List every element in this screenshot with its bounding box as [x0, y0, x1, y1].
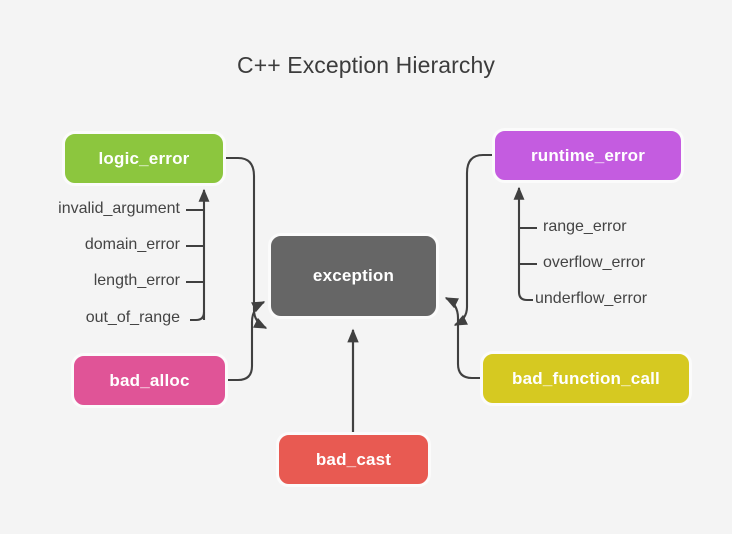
- leaf-label-domain-error: domain_error: [0, 236, 180, 254]
- leaf-label-range-error-text: range_error: [543, 218, 627, 235]
- node-logic-error[interactable]: logic_error: [62, 131, 226, 186]
- leaf-label-out-of-range-text: out_of_range: [85, 309, 180, 326]
- edge-logic-error-to-exception: [226, 156, 268, 329]
- edge-runtime-error-to-exception: [453, 153, 495, 326]
- node-bad-function-call[interactable]: bad_function_call: [480, 351, 692, 406]
- node-bad-cast-label: bad_cast: [315, 449, 392, 469]
- edge-logic-error-bracket-foot: [190, 311, 206, 322]
- leaf-label-length-error: length_error: [0, 272, 180, 290]
- node-exception[interactable]: exception: [268, 233, 439, 319]
- leaf-label-overflow-error: overflow_error: [543, 254, 728, 272]
- node-runtime-error[interactable]: runtime_error: [492, 128, 684, 183]
- node-exception-label: exception: [312, 266, 395, 285]
- node-bad-cast[interactable]: bad_cast: [276, 432, 431, 487]
- node-runtime-error-label: runtime_error: [530, 145, 646, 165]
- leaf-label-underflow-error-text: underflow_error: [535, 290, 648, 307]
- page-title: C++ Exception Hierarchy: [237, 52, 495, 78]
- leaf-label-invalid-argument-text: invalid_argument: [58, 200, 180, 217]
- node-logic-error-label: logic_error: [98, 148, 190, 168]
- leaf-label-length-error-text: length_error: [93, 272, 180, 289]
- node-bad-alloc-label: bad_alloc: [109, 370, 190, 390]
- leaf-label-overflow-error-text: overflow_error: [543, 254, 646, 271]
- leaf-label-domain-error-text: domain_error: [84, 236, 180, 253]
- leaf-label-underflow-error: underflow_error: [535, 290, 730, 308]
- leaf-label-range-error: range_error: [543, 218, 728, 236]
- leaf-label-out-of-range: out_of_range: [0, 309, 180, 327]
- edge-runtime-error-bracket-foot: [517, 291, 533, 302]
- leaf-label-invalid-argument: invalid_argument: [0, 200, 180, 218]
- node-bad-function-call-label: bad_function_call: [512, 368, 660, 388]
- edge-bad-alloc-to-exception: [227, 301, 266, 382]
- edge-bad-function-call-to-exception: [444, 297, 483, 380]
- node-bad-alloc[interactable]: bad_alloc: [71, 353, 228, 408]
